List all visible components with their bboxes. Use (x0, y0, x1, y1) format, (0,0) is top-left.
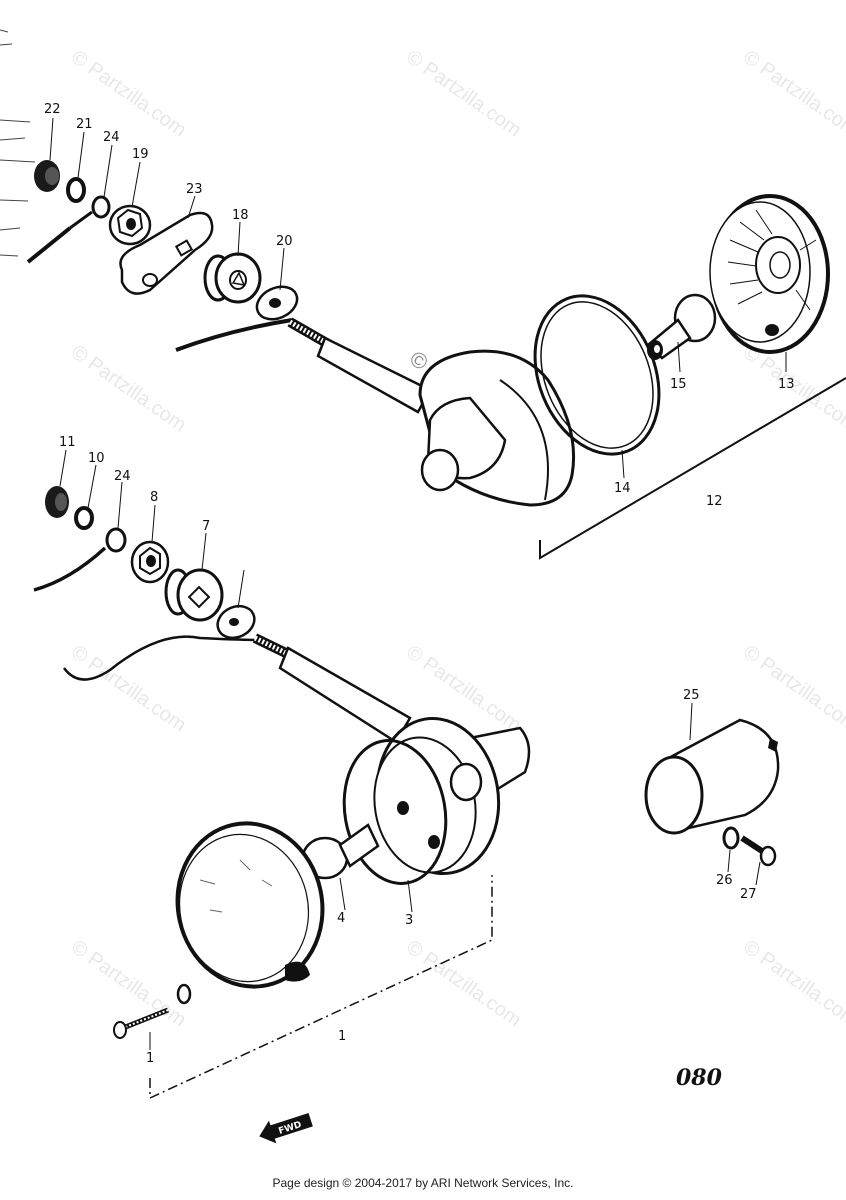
callout-15: 15 (670, 377, 687, 392)
callout-7: 7 (202, 519, 210, 534)
terminal-24 (69, 195, 111, 230)
callout-1-screw: 1 (146, 1051, 154, 1066)
flange-nut-8 (130, 540, 170, 584)
callout-1: 1 (338, 1029, 346, 1044)
washer-10 (74, 506, 94, 530)
lens-lower (175, 821, 325, 989)
page-footer: Page design © 2004-2017 by ARI Network S… (272, 1176, 574, 1190)
flange-nut-19 (108, 204, 152, 246)
lower-turn-signal-assembly (33, 486, 780, 1100)
callout-22: 22 (44, 102, 61, 117)
washer-lower (216, 604, 256, 640)
signal-stem-upper (287, 317, 432, 414)
callout-25: 25 (683, 688, 700, 703)
exploded-parts-diagram: © Partzilla.com © Partzilla.com © Partzi… (0, 29, 846, 1144)
watermark: © Partzilla.com (67, 341, 190, 436)
watermark: © Partzilla.com (739, 936, 846, 1031)
watermark: © Partzilla.com (739, 46, 846, 141)
lamp-housing-lower (373, 716, 531, 876)
callout-14: 14 (614, 481, 631, 496)
bulb-15 (646, 293, 717, 360)
nut-11 (45, 486, 69, 518)
scan-artifacts (0, 29, 36, 257)
washer-26 (722, 826, 740, 850)
grommet-18 (203, 252, 262, 304)
callout-numbers: 22 21 24 19 23 18 20 15 13 14 12 11 10 2… (44, 102, 795, 1066)
reflector-25 (644, 718, 780, 835)
callout-12: 12 (706, 494, 723, 509)
callout-24: 24 (103, 130, 120, 145)
callout-8: 8 (150, 490, 158, 505)
callout-4: 4 (337, 911, 345, 926)
callout-19: 19 (132, 147, 149, 162)
leader-lines (49, 117, 787, 1050)
screw-27 (740, 835, 777, 867)
callout-23: 23 (186, 182, 203, 197)
signal-stem-lower (252, 633, 412, 744)
bracket-plate-23 (119, 211, 214, 295)
watermark: © Partzilla.com (739, 641, 846, 736)
callout-20: 20 (276, 234, 293, 249)
callout-10: 10 (88, 451, 105, 466)
callout-13: 13 (778, 377, 795, 392)
callout-27: 27 (740, 887, 757, 902)
callout-21: 21 (76, 117, 93, 132)
washer-20 (255, 285, 299, 321)
callout-3: 3 (405, 913, 413, 928)
terminal-24-lower (105, 527, 127, 553)
lens-screw (113, 983, 192, 1039)
upper-turn-signal-assembly (26, 160, 846, 560)
watermark: © Partzilla.com (67, 936, 190, 1031)
lens-13 (709, 194, 830, 354)
forward-arrow-icon: FWD (259, 1112, 313, 1144)
callout-24-lower: 24 (114, 469, 131, 484)
grommet-7 (164, 568, 224, 622)
watermark: © Partzilla.com (402, 46, 525, 141)
callout-18: 18 (232, 208, 249, 223)
callout-11: 11 (59, 435, 76, 450)
diagram-code: 080 (676, 1065, 723, 1091)
nut-22 (34, 160, 60, 192)
gasket-3 (342, 739, 448, 885)
lamp-housing-12 (418, 349, 576, 507)
watermark: © Partzilla.com (402, 936, 525, 1031)
callout-26: 26 (716, 873, 733, 888)
washer-21 (66, 177, 86, 203)
